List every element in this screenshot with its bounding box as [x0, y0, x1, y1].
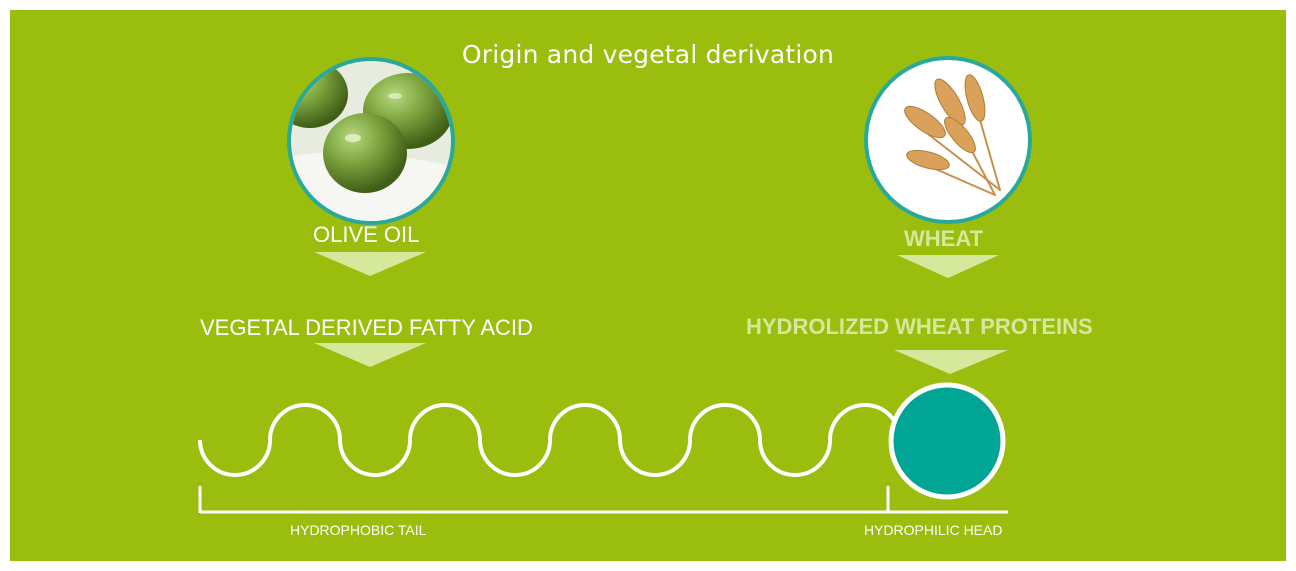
hydrophobic-tail-wave — [200, 405, 900, 475]
hydrophilic-head-circle — [891, 385, 1003, 497]
olive-oil-label: OLIVE OIL — [313, 222, 419, 248]
olives-photo-icon — [272, 50, 470, 240]
arrow-acid-down — [314, 343, 426, 367]
tail-bracket — [200, 486, 1008, 513]
diagram-panel: Origin and vegetal derivation — [10, 10, 1286, 561]
wheat-label: WHEAT — [904, 226, 983, 252]
arrow-olive-down — [314, 252, 426, 276]
diagram-graphics — [10, 10, 1286, 561]
fatty-acid-label: VEGETAL DERIVED FATTY ACID — [200, 315, 533, 341]
wheat-proteins-label: HYDROLIZED WHEAT PROTEINS — [746, 314, 1093, 340]
hydrophilic-head-label: HYDROPHILIC HEAD — [864, 522, 1002, 538]
arrow-wheat-down — [897, 255, 999, 278]
arrow-proteins-down — [894, 350, 1008, 374]
hydrophobic-tail-label: HYDROPHOBIC TAIL — [290, 522, 426, 538]
wheat-photo-icon — [864, 56, 1032, 224]
